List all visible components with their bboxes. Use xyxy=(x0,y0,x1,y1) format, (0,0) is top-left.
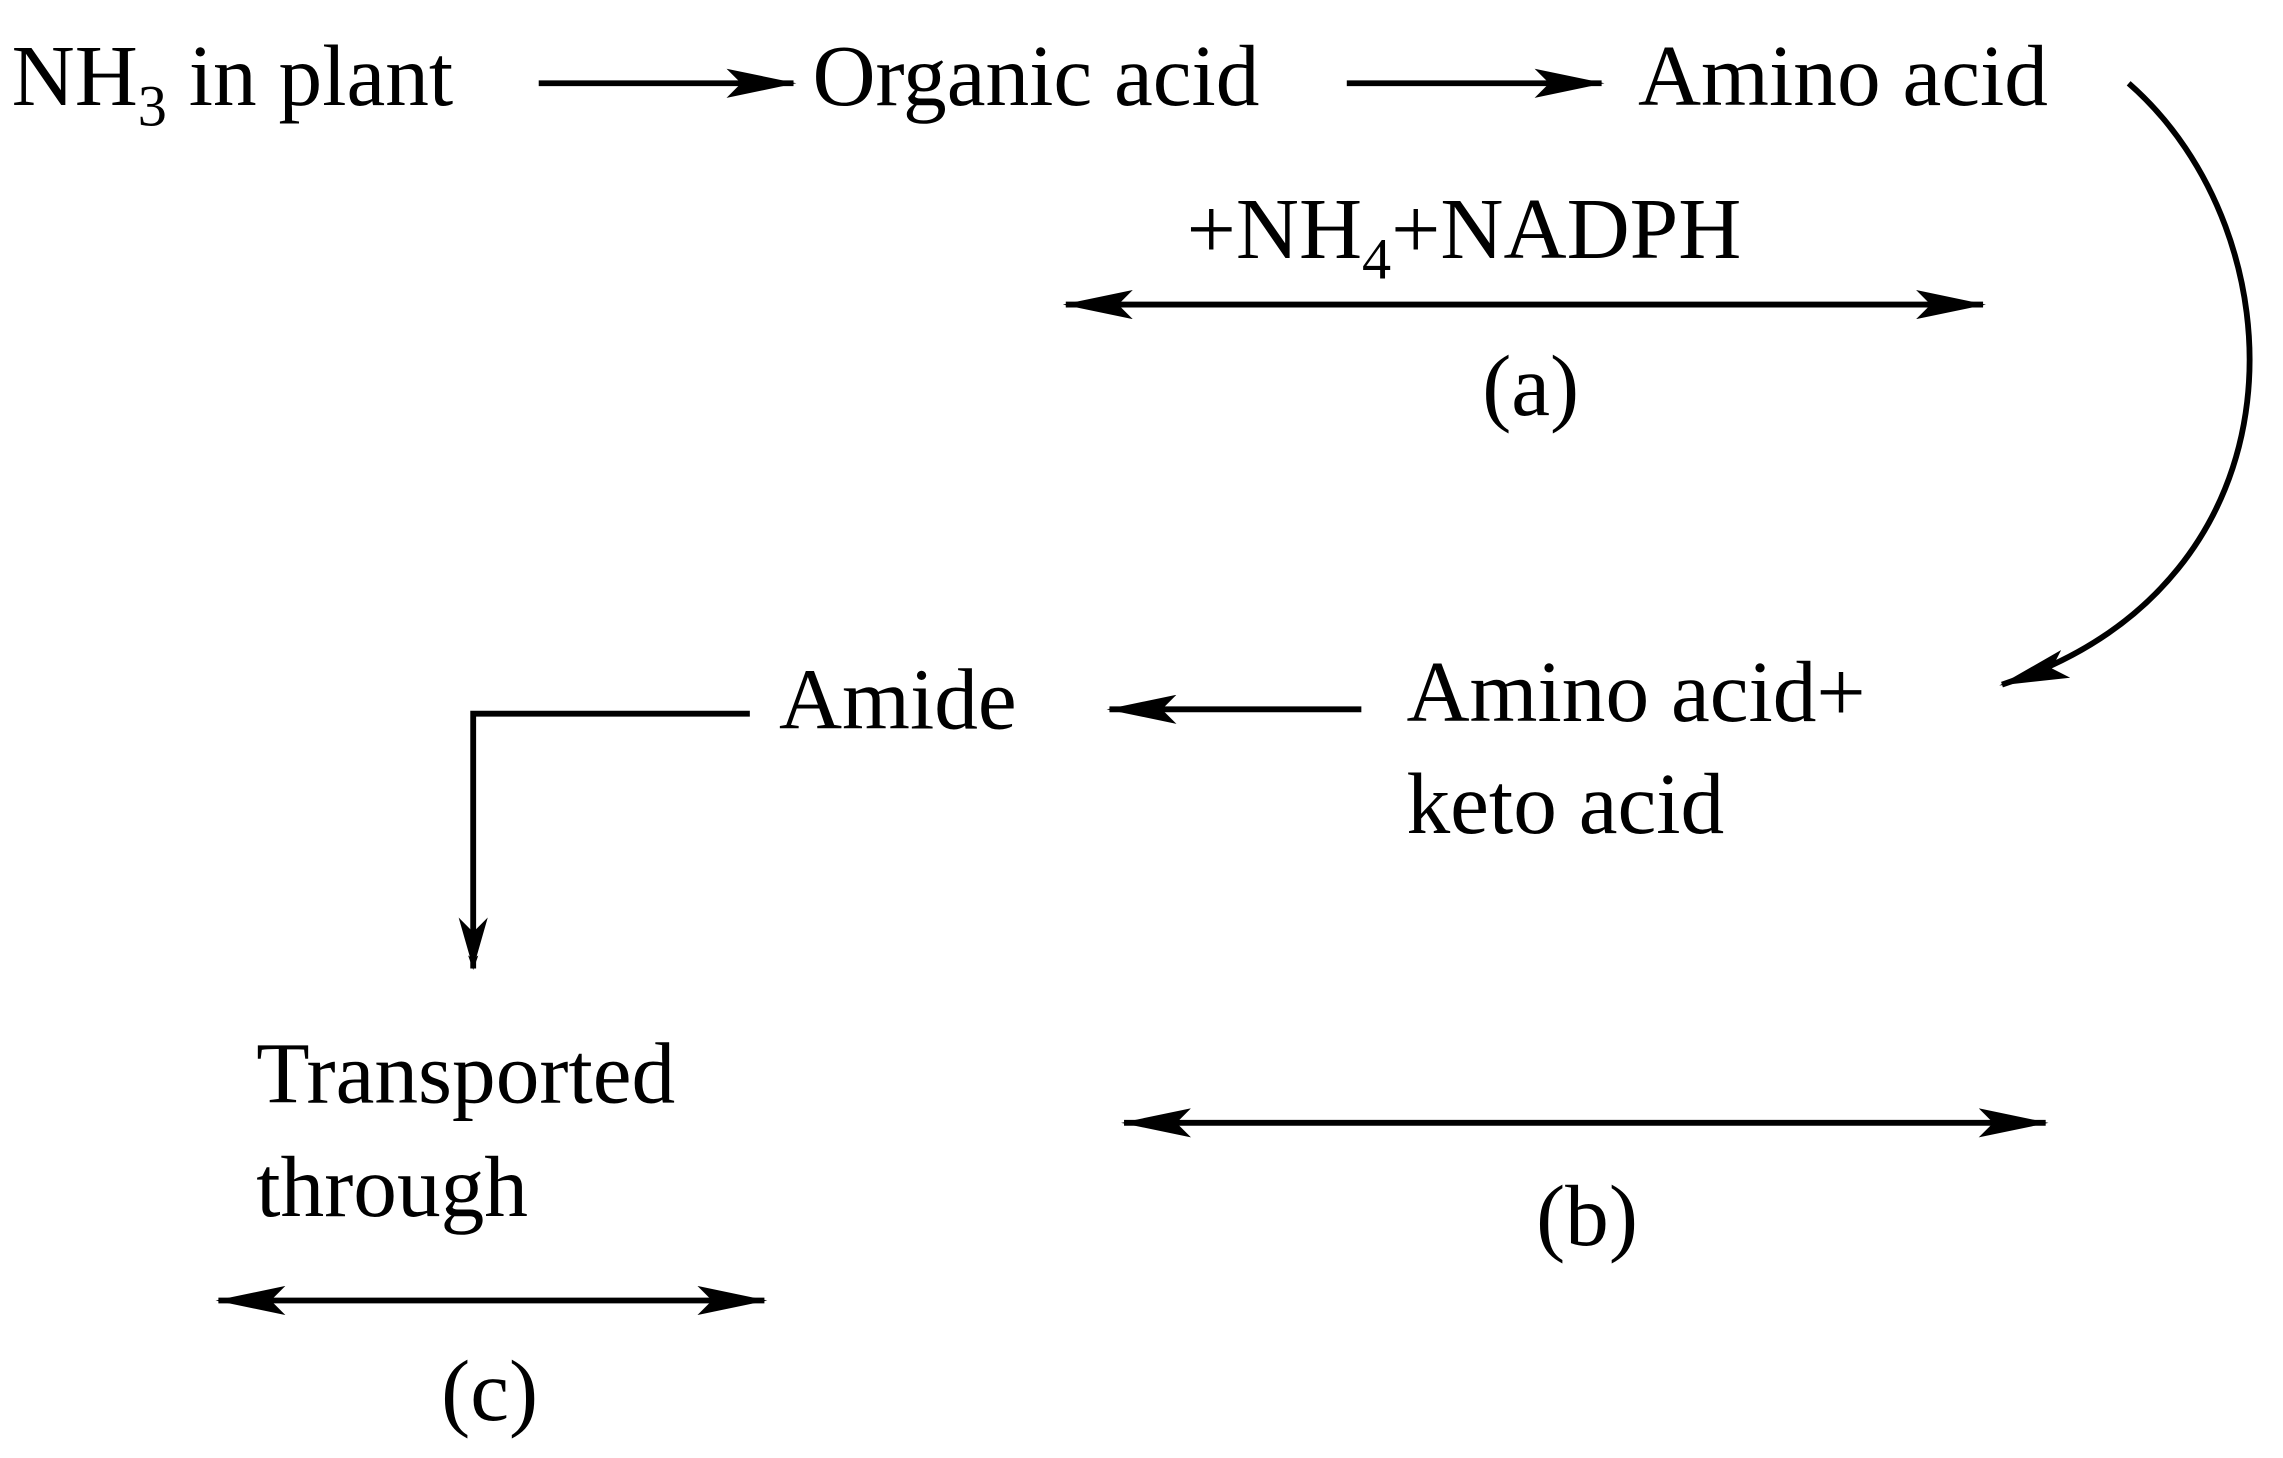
amino-keto-acid-label-line2: keto acid xyxy=(1406,755,1724,852)
label-c: (c) xyxy=(441,1342,538,1439)
amino-acid-label: Amino acid xyxy=(1638,27,2048,124)
label-b: (b) xyxy=(1536,1167,1638,1264)
transported-label-line2: through xyxy=(256,1138,528,1235)
amino-keto-acid-label-line1: Amino acid+ xyxy=(1406,643,1865,740)
amide-label: Amide xyxy=(779,650,1017,747)
label-a: (a) xyxy=(1482,337,1579,434)
curved-arrow-amino-to-keto xyxy=(1999,81,2253,688)
transported-label-line1: Transported xyxy=(256,1024,675,1121)
reagent-label: +NH4+NADPH xyxy=(1187,180,1742,291)
arrow-amide-to-transported xyxy=(468,710,750,970)
arrowhead-down xyxy=(458,917,488,969)
nh3-in-plant-label: NH3 in plant xyxy=(12,27,454,138)
organic-acid-label: Organic acid xyxy=(812,27,1259,124)
